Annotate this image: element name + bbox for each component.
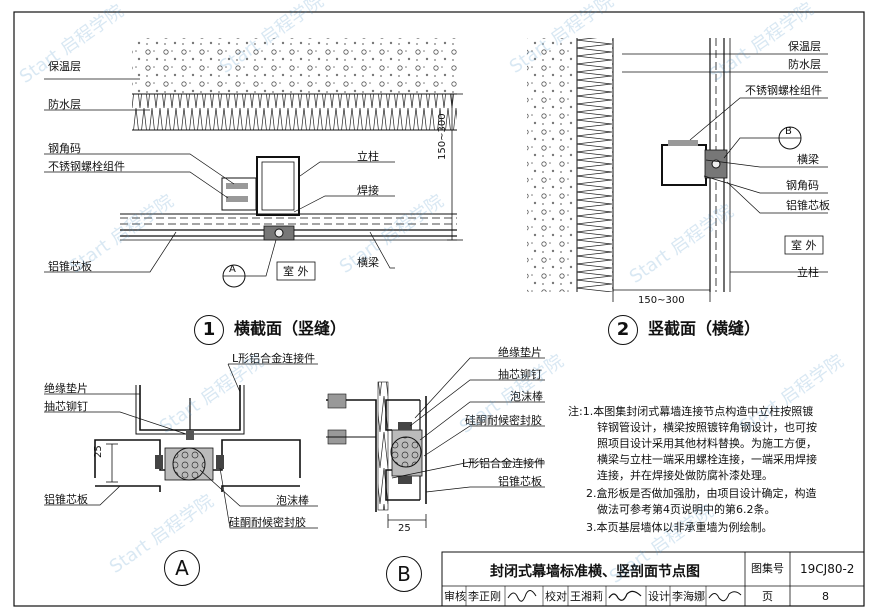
detail-2-graphic: [527, 38, 828, 302]
sheet-border: [13, 11, 865, 607]
da-l-connector-label: L形铝合金连接件: [232, 352, 316, 365]
note-line: 锌钢管设计，横梁按照镀锌角钢设计，也可按: [597, 421, 817, 434]
d2-dimension: 150~300: [638, 295, 685, 306]
note-line: 3.本页基层墙体以非承重墙为例绘制。: [586, 521, 773, 534]
d2-insulation-label: 保温层: [788, 40, 821, 53]
detail-2-number: 2: [608, 315, 638, 345]
check-label: 校对: [545, 590, 567, 603]
da-rivet-label: 抽芯铆钉: [44, 400, 88, 413]
d2-panel-label: 铝锥芯板: [786, 199, 830, 212]
d1-weld-label: 焊接: [357, 184, 379, 197]
d1-bolt-label: 不锈钢螺栓组件: [48, 160, 125, 173]
waterproof-layer-1: [132, 94, 457, 130]
detail-1-title: 横截面（竖缝）: [234, 319, 347, 338]
title-block-title: 封闭式幕墙标准横、竖剖面节点图: [490, 564, 700, 580]
d1-column-label: 立柱: [357, 150, 379, 163]
waterproof-layer-2: [577, 38, 613, 292]
reviewer-signature: [507, 590, 537, 602]
db-pad-label: 绝缘垫片: [498, 346, 542, 359]
detail-a-letter: A: [164, 550, 200, 586]
note-line: 连接，并在焊接处做防腐补漆处理。: [597, 469, 773, 482]
d1-dimension: 150~300: [437, 113, 448, 160]
db-l-connector-label: L形铝合金连接件: [462, 457, 546, 470]
title-block-grid: [441, 551, 865, 607]
designer-signature: [708, 591, 742, 602]
insulation-layer-2: [527, 38, 577, 292]
db-foam-label: 泡沫棒: [510, 390, 543, 403]
d2-column-label: 立柱: [797, 266, 819, 279]
detail-b-letter: B: [386, 556, 422, 592]
d1-callout-a: A: [229, 264, 236, 275]
page-label: 页: [762, 590, 773, 603]
note-line: 2.盒形板是否做加强肋，由项目设计确定，构造: [586, 487, 817, 500]
beam-2: [661, 144, 707, 186]
detail-a-graphic: [44, 363, 318, 529]
da-foam-label: 泡沫棒: [276, 494, 309, 507]
d1-waterproof-label: 防水层: [48, 98, 81, 111]
da-dimension: 25: [93, 445, 104, 458]
d2-bolt-label: 不锈钢螺栓组件: [745, 84, 822, 97]
note-line: 横梁与立柱一端采用螺栓连接，一端采用焊接: [597, 453, 817, 466]
da-panel-label: 铝锥芯板: [44, 493, 88, 506]
d1-angle-label: 钢角码: [48, 142, 81, 155]
d2-beam-label: 横梁: [797, 153, 819, 166]
detail-1-number: 1: [194, 315, 224, 345]
note-line: 注:1.本图集封闭式幕墙连接节点构造中立柱按照镀: [568, 405, 814, 418]
detail-1-graphic: [44, 38, 463, 288]
d2-angle-label: 钢角码: [786, 179, 819, 192]
da-sealant-label: 硅酮耐候密封胶: [229, 516, 306, 529]
d2-waterproof-label: 防水层: [788, 58, 821, 71]
d1-insulation-label: 保温层: [48, 60, 81, 73]
db-panel-label: 铝锥芯板: [498, 475, 542, 488]
d1-outdoor-label: 室 外: [283, 265, 309, 278]
da-pad-label: 绝缘垫片: [44, 382, 88, 395]
insulation-layer-1: [132, 38, 457, 94]
d1-beam-label: 横梁: [357, 256, 379, 269]
checker-signature: [608, 590, 642, 601]
detail-b-graphic: [326, 357, 545, 528]
designer-name: 李海娜: [672, 590, 705, 603]
atlas-label: 图集号: [751, 562, 784, 575]
db-sealant-label: 硅酮耐候密封胶: [465, 414, 542, 427]
review-label: 审核: [444, 590, 466, 603]
page-number: 8: [822, 590, 829, 603]
d1-panel-label: 铝锥芯板: [48, 260, 92, 273]
column-1: [256, 156, 300, 216]
note-line: 做法可参考第4页说明中的第6.2条。: [597, 503, 776, 516]
reviewer-name: 李正刚: [468, 590, 501, 603]
detail-2-title: 竖截面（横缝）: [648, 319, 761, 338]
checker-name: 王湘莉: [570, 590, 603, 603]
db-dimension: 25: [398, 523, 411, 534]
atlas-number: 19CJ80-2: [800, 562, 855, 576]
note-line: 照项目设计采用其他材料替换。为施工方便，: [597, 437, 817, 450]
d2-outdoor-label: 室 外: [791, 239, 817, 252]
db-rivet-label: 抽芯铆钉: [498, 368, 542, 381]
d2-callout-b: B: [785, 126, 792, 137]
design-label: 设计: [648, 590, 670, 603]
